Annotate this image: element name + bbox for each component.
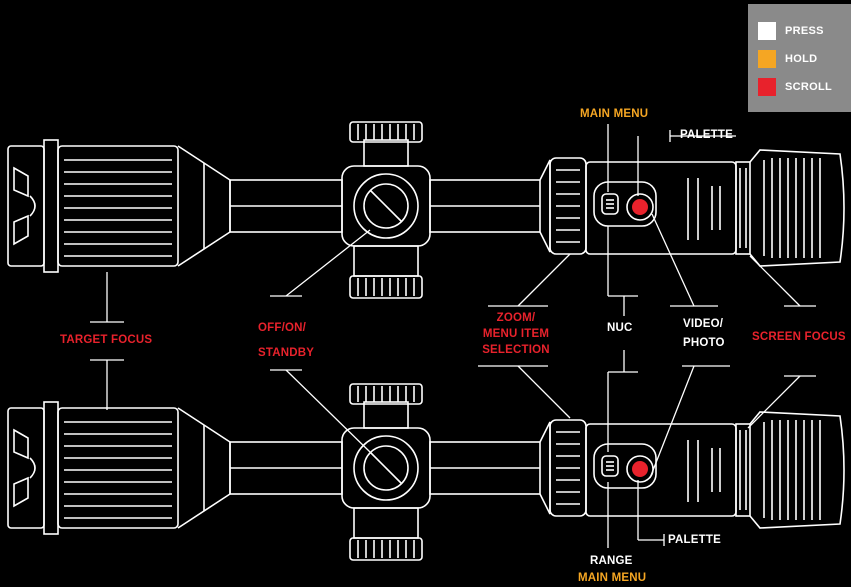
legend-panel: PRESS HOLD SCROLL	[748, 4, 851, 112]
legend-item-scroll: SCROLL	[758, 78, 832, 96]
callout-lines	[90, 124, 816, 548]
zoom-label: ZOOM/	[496, 312, 536, 324]
screen-focus-label: SCREEN FOCUS	[752, 331, 846, 343]
range-label: RANGE	[590, 555, 633, 567]
hold-swatch	[758, 50, 776, 68]
video-label: VIDEO/	[683, 318, 724, 330]
legend-label-scroll: SCROLL	[785, 81, 833, 93]
press-swatch	[758, 22, 776, 40]
photo-label: PHOTO	[683, 337, 725, 349]
menu-item-label: MENU ITEM	[482, 328, 550, 340]
main-menu-label-bottom: MAIN MENU	[578, 572, 647, 584]
main-menu-label-top: MAIN MENU	[580, 108, 649, 120]
off-on-label: OFF/ON/	[258, 322, 307, 334]
selection-label: SELECTION	[482, 344, 550, 356]
legend-item-press: PRESS	[758, 22, 824, 40]
scroll-swatch	[758, 78, 776, 96]
palette-label-top: PALETTE	[680, 129, 733, 141]
legend-item-hold: HOLD	[758, 50, 817, 68]
scope-top	[7, 121, 845, 299]
legend-label-press: PRESS	[785, 25, 824, 37]
nuc-label: NUC	[607, 322, 633, 334]
legend-label-hold: HOLD	[785, 53, 818, 65]
standby-label: STANDBY	[258, 347, 315, 359]
target-focus-label: TARGET FOCUS	[60, 334, 153, 346]
palette-label-bottom: PALETTE	[668, 534, 721, 546]
